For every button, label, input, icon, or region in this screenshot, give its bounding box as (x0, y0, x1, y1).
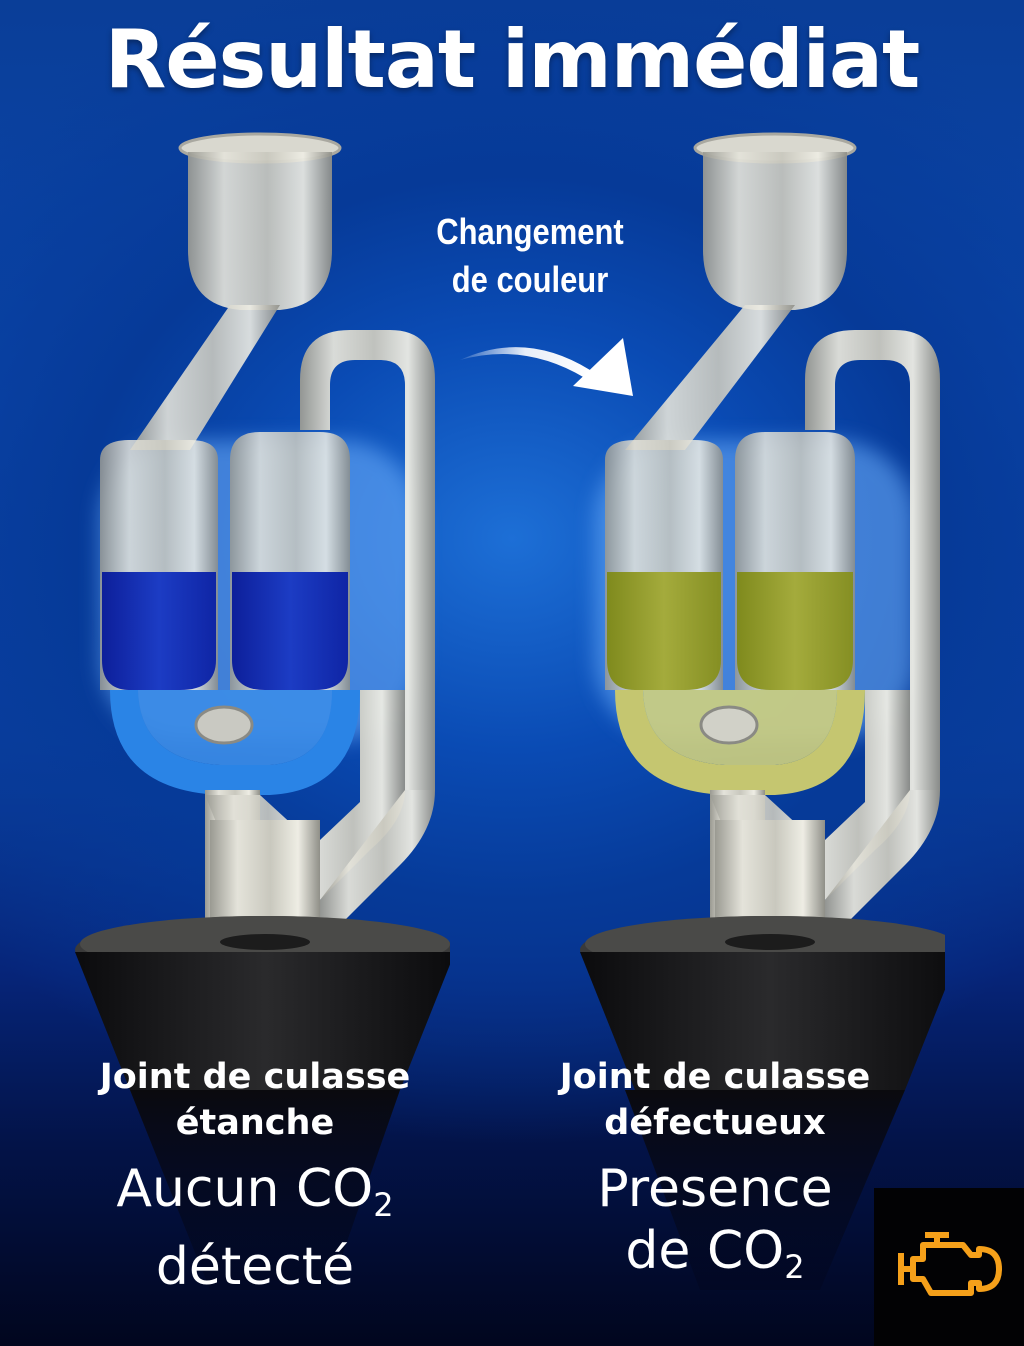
check-engine-warning (874, 1188, 1024, 1346)
left-label-line-2: étanche (175, 1103, 335, 1143)
stopper-shadows (130, 1090, 905, 1290)
co2-subscript: 2 (373, 1186, 394, 1224)
right-result: Presence de CO2 (520, 1158, 910, 1298)
tester-sealed-blue (75, 132, 450, 1090)
left-label-line-1: Joint de culasse (99, 1057, 411, 1097)
color-change-callout: Changement de couleur (418, 208, 642, 304)
page-title: Résultat immédiat (104, 13, 920, 106)
right-label-line-2: défectueux (604, 1103, 826, 1143)
left-result-line-2: détecté (155, 1237, 355, 1297)
right-result-line-1: Presence (597, 1159, 833, 1219)
left-result: Aucun CO2 détecté (60, 1158, 450, 1298)
left-result-line-1: Aucun CO (116, 1159, 374, 1219)
check-engine-icon (898, 1232, 1002, 1296)
callout-line-1: Changement (436, 211, 624, 252)
right-label-line-1: Joint de culasse (559, 1057, 871, 1097)
sealed-result-label: Joint de culasse étanche Aucun CO2 détec… (60, 1054, 450, 1298)
right-result-line-2: de CO (625, 1221, 785, 1281)
curved-arrow-icon (460, 338, 633, 396)
tester-defective-green (580, 132, 945, 1090)
defective-result-label: Joint de culasse défectueux Presence de … (520, 1054, 910, 1298)
co2-subscript: 2 (784, 1248, 805, 1286)
callout-line-2: de couleur (451, 259, 609, 300)
